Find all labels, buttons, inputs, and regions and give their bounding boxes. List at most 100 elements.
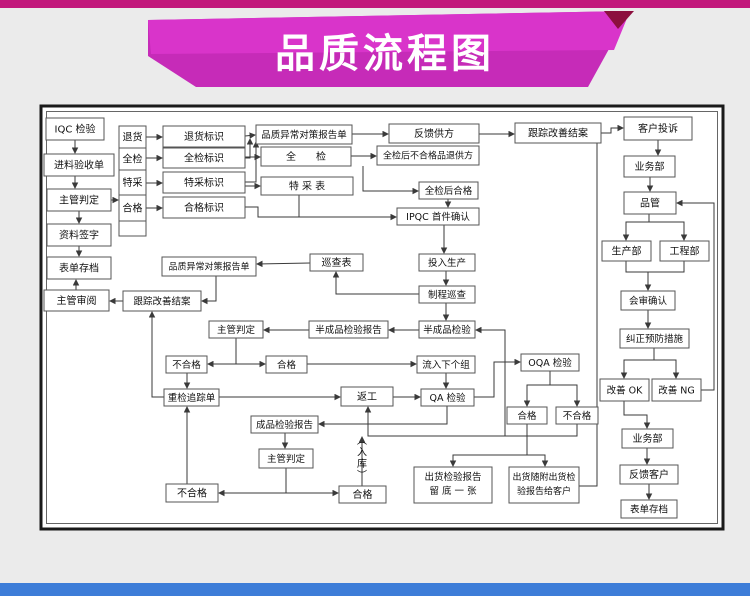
flow-node-box bbox=[46, 256, 112, 280]
flow-node-box bbox=[651, 378, 702, 402]
flow-node-box bbox=[619, 464, 679, 485]
flow-node-label: 会审确认 bbox=[629, 295, 668, 307]
flow-edge bbox=[245, 206, 397, 221]
flow-node-label: 主管判定 bbox=[267, 453, 306, 465]
flow-node-box bbox=[118, 220, 147, 237]
flow-node-label: 主管判定 bbox=[59, 194, 99, 207]
flow-node-label: 特采标识 bbox=[184, 177, 224, 189]
flow-node-box bbox=[265, 355, 308, 374]
flow-node-box bbox=[620, 499, 678, 519]
flow-edge bbox=[449, 454, 527, 467]
flow-node-label: 纠正预防措施 bbox=[626, 333, 684, 345]
flow-node-label: 跟踪改善结案 bbox=[133, 295, 191, 307]
flow-node-label: 半成品检验 bbox=[423, 324, 471, 336]
flow-node-box bbox=[43, 289, 110, 312]
flow-edge bbox=[475, 326, 506, 436]
flow-node-label: 进料验收单 bbox=[54, 159, 104, 172]
flow-edge bbox=[244, 132, 256, 139]
flow-node-label: 反馈供方 bbox=[414, 127, 454, 140]
flow-node-box bbox=[260, 146, 352, 167]
panel-inner-border bbox=[46, 111, 718, 524]
flow-node-label: 工程部 bbox=[670, 245, 700, 258]
flow-edge bbox=[201, 276, 217, 305]
flow-node-label: 全 检 bbox=[286, 150, 326, 163]
flow-edge bbox=[620, 348, 655, 379]
flow-node-label: 主管判定 bbox=[217, 324, 256, 336]
flow-node-box bbox=[623, 116, 693, 141]
flow-node-box bbox=[418, 320, 476, 339]
flow-node-box bbox=[420, 388, 475, 407]
flow-node-box bbox=[416, 355, 476, 374]
flow-node-box bbox=[601, 240, 652, 262]
flow-edge bbox=[623, 401, 651, 429]
flow-node-label: 合格 bbox=[277, 359, 297, 371]
flow-node-label: 合格 bbox=[123, 202, 143, 215]
flow-node-label: 表单存档 bbox=[630, 503, 668, 515]
flow-node-box bbox=[45, 117, 105, 141]
flow-node-label: 跟踪改善结案 bbox=[528, 127, 588, 140]
flow-node-box bbox=[659, 240, 710, 262]
ribbon-top-face bbox=[148, 11, 630, 54]
flow-node-label: ︵ bbox=[357, 436, 367, 447]
flow-node-box bbox=[418, 285, 476, 304]
flow-node-box bbox=[338, 485, 387, 504]
flow-node-box bbox=[162, 147, 246, 169]
flow-node-label: 品管 bbox=[640, 197, 660, 210]
ribbon-fold-icon bbox=[604, 11, 634, 29]
flow-node-label: 投入生产 bbox=[428, 257, 466, 269]
flow-node-label: 不合格 bbox=[177, 487, 207, 500]
flow-node-box bbox=[163, 388, 220, 407]
flow-node-box bbox=[255, 124, 353, 145]
flow-node-label: 出货随附出货检 bbox=[512, 471, 575, 483]
flow-node-label: OQA 检验 bbox=[528, 357, 572, 369]
flow-edge bbox=[523, 371, 551, 407]
flow-node-label: 改善 NG bbox=[658, 384, 695, 396]
flow-node-box bbox=[162, 171, 246, 194]
flow-node-label: 合格 bbox=[517, 410, 537, 422]
flow-node-box bbox=[260, 176, 354, 196]
flow-node-box bbox=[396, 207, 480, 226]
flow-node-box bbox=[250, 415, 319, 434]
flow-edge bbox=[364, 406, 578, 437]
flow-edges bbox=[71, 124, 715, 500]
flow-node-box bbox=[340, 386, 394, 407]
flow-node-box bbox=[508, 466, 580, 504]
bottom-bar bbox=[0, 583, 750, 596]
flow-node-label: 入 bbox=[357, 448, 367, 459]
flow-node-box bbox=[506, 406, 548, 425]
flow-node-label: 反馈客户 bbox=[629, 468, 669, 481]
flow-node-label: 巡查表 bbox=[322, 256, 352, 269]
flow-node-label: 主管审阅 bbox=[57, 294, 97, 307]
flow-node-label: 返工 bbox=[357, 391, 377, 403]
flow-node-box bbox=[43, 153, 115, 177]
flow-node-box bbox=[162, 125, 246, 148]
flow-node-box bbox=[309, 253, 364, 272]
flow-node-label: IQC 检验 bbox=[55, 123, 96, 136]
flow-node-label: 客户投诉 bbox=[638, 122, 678, 135]
flow-node-box bbox=[122, 290, 202, 312]
flow-node-box bbox=[623, 191, 677, 215]
flow-node-label: 表单存档 bbox=[59, 262, 99, 275]
flow-node-label: 退货 bbox=[123, 131, 143, 144]
flow-edge bbox=[245, 138, 254, 159]
flow-node-box bbox=[388, 123, 480, 144]
flow-edge bbox=[318, 406, 448, 428]
flow-edge bbox=[601, 124, 624, 134]
flow-node-label: 库 bbox=[357, 457, 367, 470]
flow-node-label: 成品检验报告 bbox=[256, 419, 313, 431]
flow-node-label: 品质异常对策报告单 bbox=[261, 129, 347, 141]
flow-node-box bbox=[118, 194, 147, 222]
banner-ribbon bbox=[148, 11, 634, 87]
flow-node-label: 资料签字 bbox=[59, 229, 99, 242]
flow-node-label: 特 采 表 bbox=[289, 180, 325, 193]
flow-node-label: QA 检验 bbox=[430, 392, 466, 404]
flow-node-label: 全检标识 bbox=[184, 152, 224, 165]
flow-node-box bbox=[623, 155, 676, 178]
flow-edge bbox=[332, 271, 419, 295]
flow-edge bbox=[362, 166, 419, 195]
flow-edge bbox=[579, 134, 598, 487]
flow-edge bbox=[256, 260, 311, 268]
flow-node-label: 退货标识 bbox=[184, 130, 224, 143]
flow-edge bbox=[649, 221, 688, 241]
